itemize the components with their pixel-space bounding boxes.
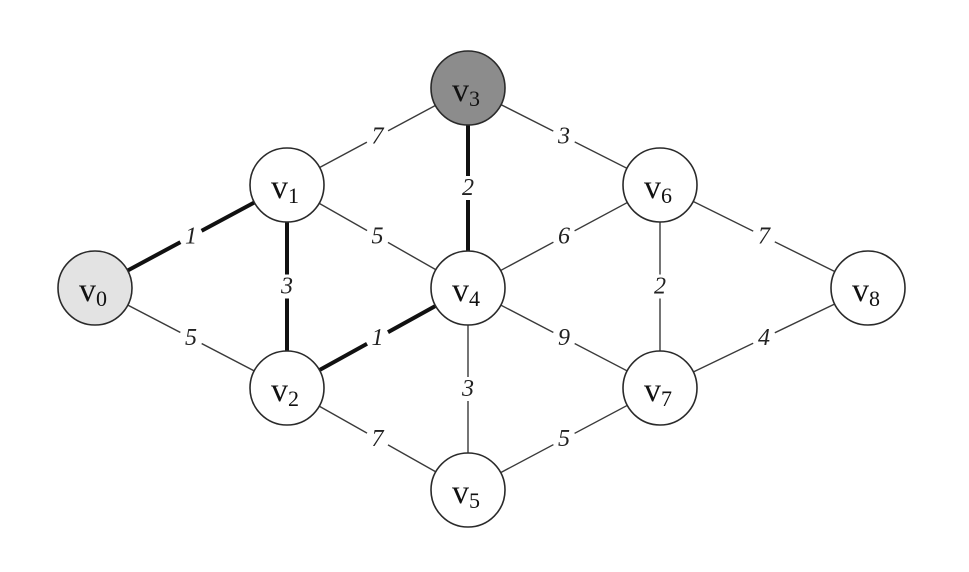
edge-weight-v4-v6: 6: [552, 224, 576, 250]
node-label-base: v: [79, 272, 96, 309]
edge-weight-label: 3: [280, 274, 293, 300]
node-label-subscript: 8: [869, 286, 880, 311]
node-label-base: v: [644, 372, 661, 409]
node-v8: v8: [830, 250, 906, 326]
edge-weight-label: 1: [185, 224, 197, 250]
edge-weight-v1-v4: 5: [365, 224, 390, 250]
node-label-subscript: 3: [469, 86, 480, 111]
edge-weight-label: 3: [557, 124, 570, 150]
node-v7: v7: [622, 350, 698, 426]
edge-weight-v1-v2: 3: [280, 274, 293, 300]
edge-weight-label: 6: [558, 224, 570, 250]
node-label-base: v: [452, 272, 469, 309]
node-label-base: v: [452, 474, 469, 511]
node-label: v0: [79, 272, 107, 311]
node-v3: v3: [430, 50, 506, 126]
node-label-subscript: 1: [288, 183, 299, 208]
edge-weight-v0-v1: 1: [178, 224, 204, 250]
edge-weight-label: 5: [372, 224, 384, 250]
node-label-subscript: 0: [96, 286, 107, 311]
edge-weight-label: 4: [758, 325, 770, 351]
edge-weight-v1-v3: 7: [365, 124, 390, 150]
node-label: v5: [452, 474, 480, 513]
node-v2: v2: [249, 350, 325, 426]
node-v6: v6: [622, 147, 698, 223]
edge-weight-v2-v5: 7: [365, 426, 390, 452]
node-label: v1: [271, 169, 299, 208]
node-label-base: v: [644, 169, 661, 206]
edge-weight-v4-v5: 3: [461, 376, 474, 402]
node-circle: [249, 350, 325, 426]
node-circle: [830, 250, 906, 326]
node-circle: [430, 250, 506, 326]
node-label: v7: [644, 372, 672, 411]
edge-weight-label: 7: [372, 426, 385, 452]
edge-weight-label: 3: [461, 376, 474, 402]
node-label: v8: [852, 272, 880, 311]
edge-weight-v7-v8: 4: [752, 325, 776, 351]
edge-weight-label: 7: [758, 224, 771, 250]
edge-weights-layer: 1 5 7 3 5 2 3 1 7 6 9 3 2 7 5 4: [178, 124, 776, 452]
node-label-subscript: 6: [661, 183, 672, 208]
node-circle: [622, 147, 698, 223]
node-label-subscript: 7: [661, 386, 672, 411]
edge-weight-v3-v6: 3: [552, 124, 576, 150]
node-label: v2: [271, 372, 299, 411]
edge-weight-v2-v4: 1: [365, 325, 390, 351]
node-label-base: v: [452, 72, 469, 109]
edge-weight-v4-v7: 9: [552, 325, 576, 351]
node-label-subscript: 5: [469, 488, 480, 513]
node-v4: v4: [430, 250, 506, 326]
node-label: v3: [452, 72, 480, 111]
edge-weight-label: 2: [654, 274, 666, 300]
edge-weight-v0-v2: 5: [179, 325, 203, 351]
edge-weight-v6-v7: 2: [654, 274, 666, 300]
edge-weight-v5-v7: 5: [552, 426, 576, 452]
node-label-base: v: [271, 372, 288, 409]
node-v5: v5: [430, 452, 506, 528]
node-label-subscript: 4: [469, 286, 480, 311]
node-circle: [622, 350, 698, 426]
edge-weight-label: 9: [558, 325, 570, 351]
node-label-subscript: 2: [288, 386, 299, 411]
node-label-base: v: [271, 169, 288, 206]
edge-weight-v6-v8: 7: [752, 224, 776, 250]
node-circle: [57, 250, 133, 326]
node-label: v4: [452, 272, 480, 311]
edge-weight-v3-v4: 2: [462, 175, 474, 201]
edge-weight-label: 5: [558, 426, 570, 452]
node-label-base: v: [852, 272, 869, 309]
node-label: v6: [644, 169, 672, 208]
node-circle: [430, 50, 506, 126]
node-circle: [430, 452, 506, 528]
edge-weight-label: 2: [462, 175, 474, 201]
node-v1: v1: [249, 147, 325, 223]
edge-weight-label: 5: [185, 325, 197, 351]
edge-weight-label: 1: [372, 325, 384, 351]
edge-weight-label: 7: [372, 124, 385, 150]
node-circle: [249, 147, 325, 223]
node-v0: v0: [57, 250, 133, 326]
